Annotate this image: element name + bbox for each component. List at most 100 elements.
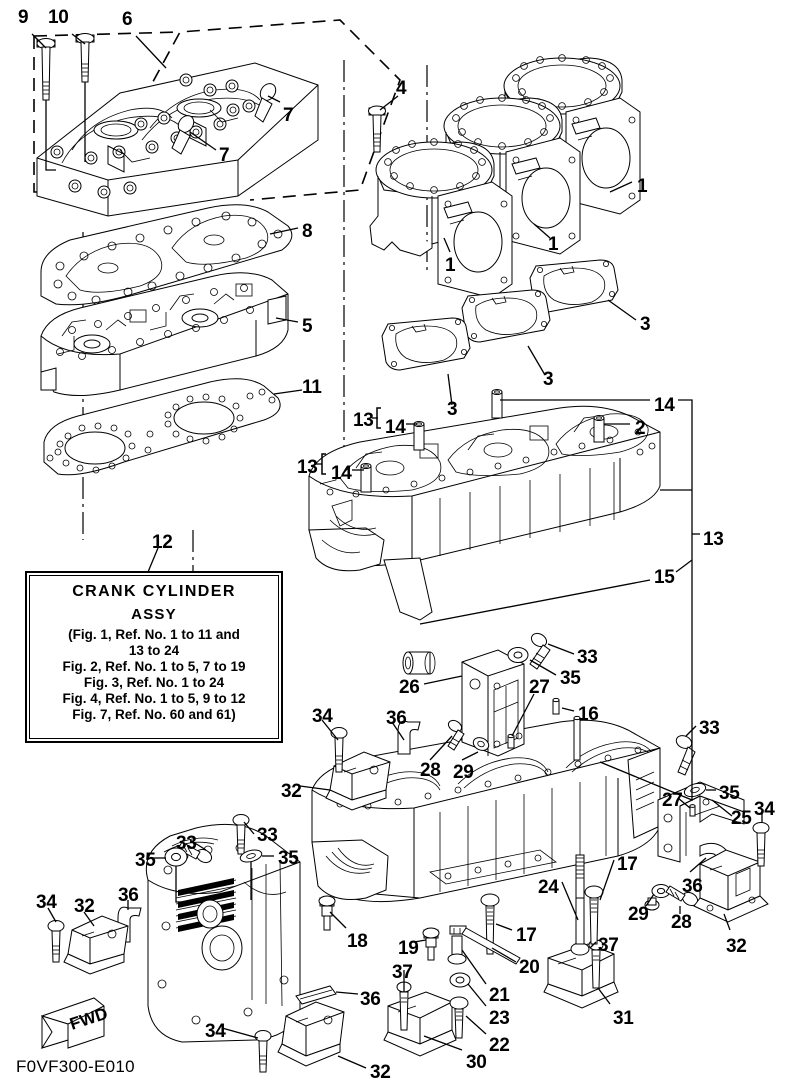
washer-29-center bbox=[472, 737, 490, 751]
bolt-9 bbox=[36, 38, 56, 101]
mount-rubber-30 bbox=[383, 991, 457, 1057]
callout-number-29: 29 bbox=[628, 904, 649, 925]
callout-number-36: 36 bbox=[386, 708, 407, 729]
callout-number-32: 32 bbox=[370, 1062, 391, 1083]
callout-number-32: 32 bbox=[726, 936, 747, 957]
callout-number-10: 10 bbox=[48, 7, 69, 28]
callout-number-6: 6 bbox=[122, 9, 133, 30]
callout-number-20: 20 bbox=[519, 957, 540, 978]
callout-number-4: 4 bbox=[396, 78, 407, 99]
bolt-34-right bbox=[752, 822, 770, 867]
drawing-number: F0VF300-E010 bbox=[16, 1057, 135, 1076]
legend-line-0: (Fig. 1, Ref. No. 1 to 11 and bbox=[68, 627, 240, 642]
bolt-28-center bbox=[447, 719, 465, 751]
callout-number-32: 32 bbox=[74, 896, 95, 917]
fwd-arrow-marker: FWD bbox=[40, 997, 110, 1049]
callout-number-35: 35 bbox=[719, 783, 740, 804]
callout-number-1: 1 bbox=[637, 176, 648, 197]
callout-number-37: 37 bbox=[392, 962, 413, 983]
callout-number-14: 14 bbox=[654, 395, 675, 416]
legend-line-3: Fig. 3, Ref. No. 1 to 24 bbox=[83, 675, 225, 690]
callout-number-34: 34 bbox=[754, 799, 775, 820]
collar-sleeve bbox=[402, 651, 436, 675]
legend-box: CRANK CYLINDER ASSY (Fig. 1, Ref. No. 1 … bbox=[25, 571, 283, 743]
callout-number-36: 36 bbox=[118, 885, 139, 906]
callout-number-16: 16 bbox=[578, 704, 599, 725]
bolt-33-center bbox=[529, 632, 551, 670]
callout-number-5: 5 bbox=[302, 316, 313, 337]
dowel-pin-14a bbox=[413, 421, 425, 451]
bolt-19 bbox=[422, 927, 440, 961]
washer-35-center bbox=[507, 647, 529, 663]
callout-number-3: 3 bbox=[543, 369, 554, 390]
bolt-17-right bbox=[584, 885, 604, 945]
bolt-33-right bbox=[675, 735, 696, 776]
dowel-pin-14b bbox=[360, 463, 372, 493]
collar-21 bbox=[447, 935, 467, 965]
crankcase-lower-half bbox=[311, 719, 661, 903]
callout-number-27: 27 bbox=[529, 677, 550, 698]
callout-number-26: 26 bbox=[399, 677, 420, 698]
washer-35-left bbox=[164, 847, 188, 867]
callout-number-29: 29 bbox=[453, 762, 474, 783]
bolt-10 bbox=[75, 33, 95, 83]
callout-number-33: 33 bbox=[699, 718, 720, 739]
engine-mount-bottom-center bbox=[277, 1001, 345, 1067]
callout-number-31: 31 bbox=[613, 1008, 634, 1029]
callout-number-12: 12 bbox=[152, 532, 173, 553]
cylinder-bodies-group bbox=[369, 54, 641, 299]
callout-number-19: 19 bbox=[398, 938, 419, 959]
callout-number-7: 7 bbox=[283, 105, 294, 126]
callout-number-33: 33 bbox=[257, 825, 278, 846]
clip-36-center bbox=[397, 720, 421, 755]
bolt-4 bbox=[368, 105, 386, 153]
callout-number-3: 3 bbox=[447, 399, 458, 420]
pin-27-right bbox=[689, 804, 696, 817]
engine-mount-right bbox=[693, 849, 769, 923]
callout-number-35: 35 bbox=[278, 848, 299, 869]
callout-number-14: 14 bbox=[385, 417, 406, 438]
plug-7-upper bbox=[254, 83, 277, 123]
callout-number-13: 13 bbox=[297, 457, 318, 478]
callout-number-17: 17 bbox=[516, 925, 537, 946]
bolt-24 bbox=[570, 854, 590, 956]
callout-number-14: 14 bbox=[331, 463, 352, 484]
cylinder-body-front bbox=[369, 138, 513, 299]
callout-number-25: 25 bbox=[731, 808, 752, 829]
pin-16 bbox=[552, 697, 560, 715]
callout-number-21: 21 bbox=[489, 985, 510, 1006]
engine-mount-lower-left bbox=[63, 915, 129, 975]
callout-number-33: 33 bbox=[577, 647, 598, 668]
callout-number-7: 7 bbox=[219, 145, 230, 166]
callout-number-1: 1 bbox=[548, 234, 559, 255]
callout-number-13: 13 bbox=[703, 529, 724, 550]
callout-number-33: 33 bbox=[176, 833, 197, 854]
legend-line-2: Fig. 2, Ref. No. 1 to 5, 7 to 19 bbox=[62, 659, 246, 674]
plug-7-lower bbox=[171, 115, 195, 155]
callout-number-8: 8 bbox=[302, 221, 313, 242]
mount-bracket-25 bbox=[657, 781, 745, 863]
dowel-pin-2 bbox=[593, 415, 605, 443]
legend-title: CRANK CYLINDER bbox=[72, 583, 236, 600]
callout-number-27: 27 bbox=[662, 790, 683, 811]
gasket-plate-11 bbox=[43, 378, 281, 476]
callout-number-32: 32 bbox=[281, 781, 302, 802]
callout-number-35: 35 bbox=[135, 850, 156, 871]
callout-number-13: 13 bbox=[353, 410, 374, 431]
dowel-pin-14top bbox=[491, 389, 503, 419]
callout-number-11: 11 bbox=[302, 377, 322, 398]
washer-35-right bbox=[683, 782, 707, 798]
cylinder-gasket-middle bbox=[461, 289, 551, 343]
callout-number-34: 34 bbox=[36, 892, 57, 913]
callout-number-36: 36 bbox=[682, 876, 703, 897]
legend-line-1: 13 to 24 bbox=[128, 643, 180, 658]
callout-number-34: 34 bbox=[205, 1021, 226, 1042]
callout-number-28: 28 bbox=[671, 912, 692, 933]
washer-29-right bbox=[651, 884, 671, 898]
callout-number-24: 24 bbox=[538, 877, 559, 898]
cylinder-head-assembly bbox=[36, 62, 319, 217]
callout-number-30: 30 bbox=[466, 1052, 487, 1073]
callout-number-35: 35 bbox=[560, 668, 581, 689]
